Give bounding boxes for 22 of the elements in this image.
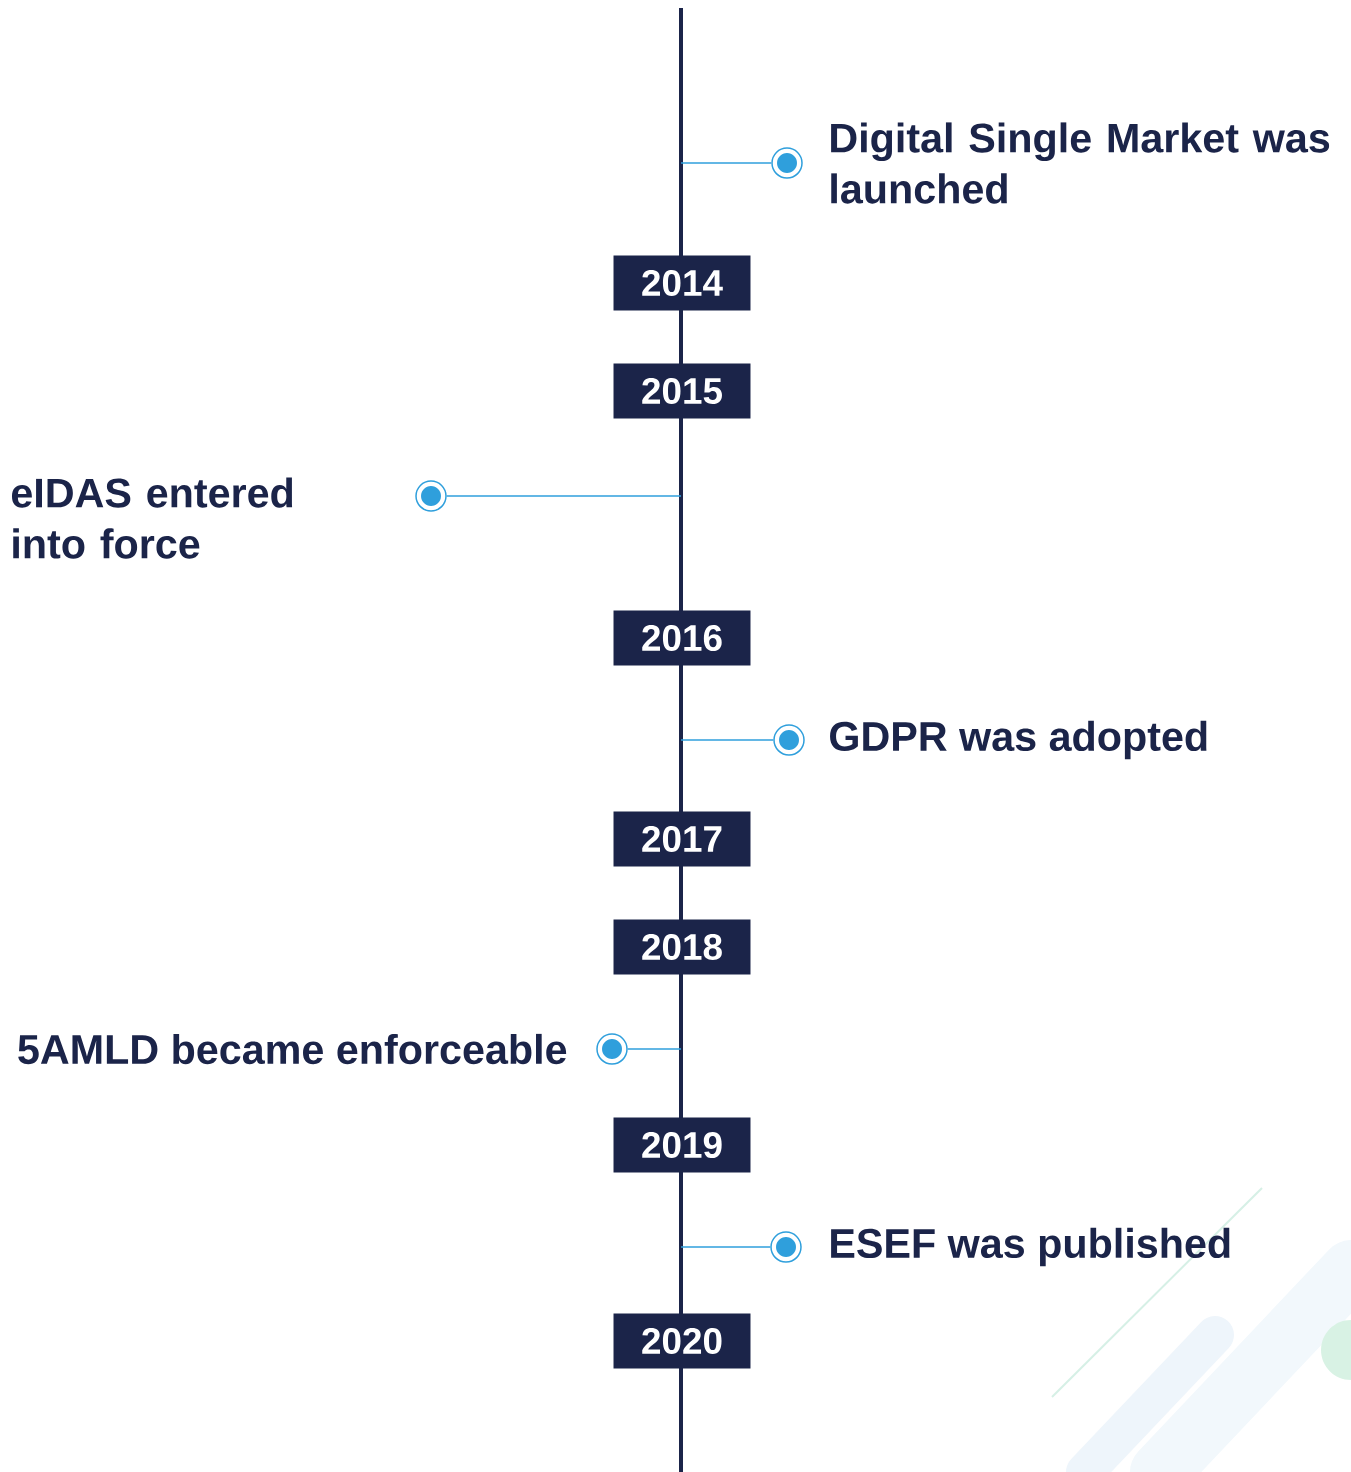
event-text: 5AMLD became enforceable — [18, 1033, 567, 1065]
year-label: 2019 — [613, 1117, 751, 1173]
connector-line — [446, 495, 682, 497]
connector-line — [680, 739, 774, 741]
timeline-marker — [773, 724, 805, 756]
timeline-marker — [770, 1231, 802, 1263]
event-text: ESEF was published — [831, 1227, 1230, 1267]
event-text: GDPR was adopted — [830, 720, 1207, 760]
year-label: 2017 — [613, 811, 751, 867]
connector-line — [680, 1246, 771, 1248]
timeline-marker — [771, 147, 803, 179]
event-text: eIDAS entered into force — [12, 477, 293, 559]
timeline-marker — [415, 480, 447, 512]
connector-line — [680, 162, 772, 164]
year-label: 2016 — [613, 610, 751, 666]
year-label: 2020 — [613, 1313, 751, 1369]
connector-line — [627, 1048, 682, 1050]
year-label: 2018 — [613, 919, 751, 975]
timeline-marker — [596, 1033, 628, 1065]
year-label: 2014 — [613, 255, 751, 311]
event-text: Digital Single Market was launched — [831, 122, 1330, 204]
year-label: 2015 — [613, 363, 751, 419]
